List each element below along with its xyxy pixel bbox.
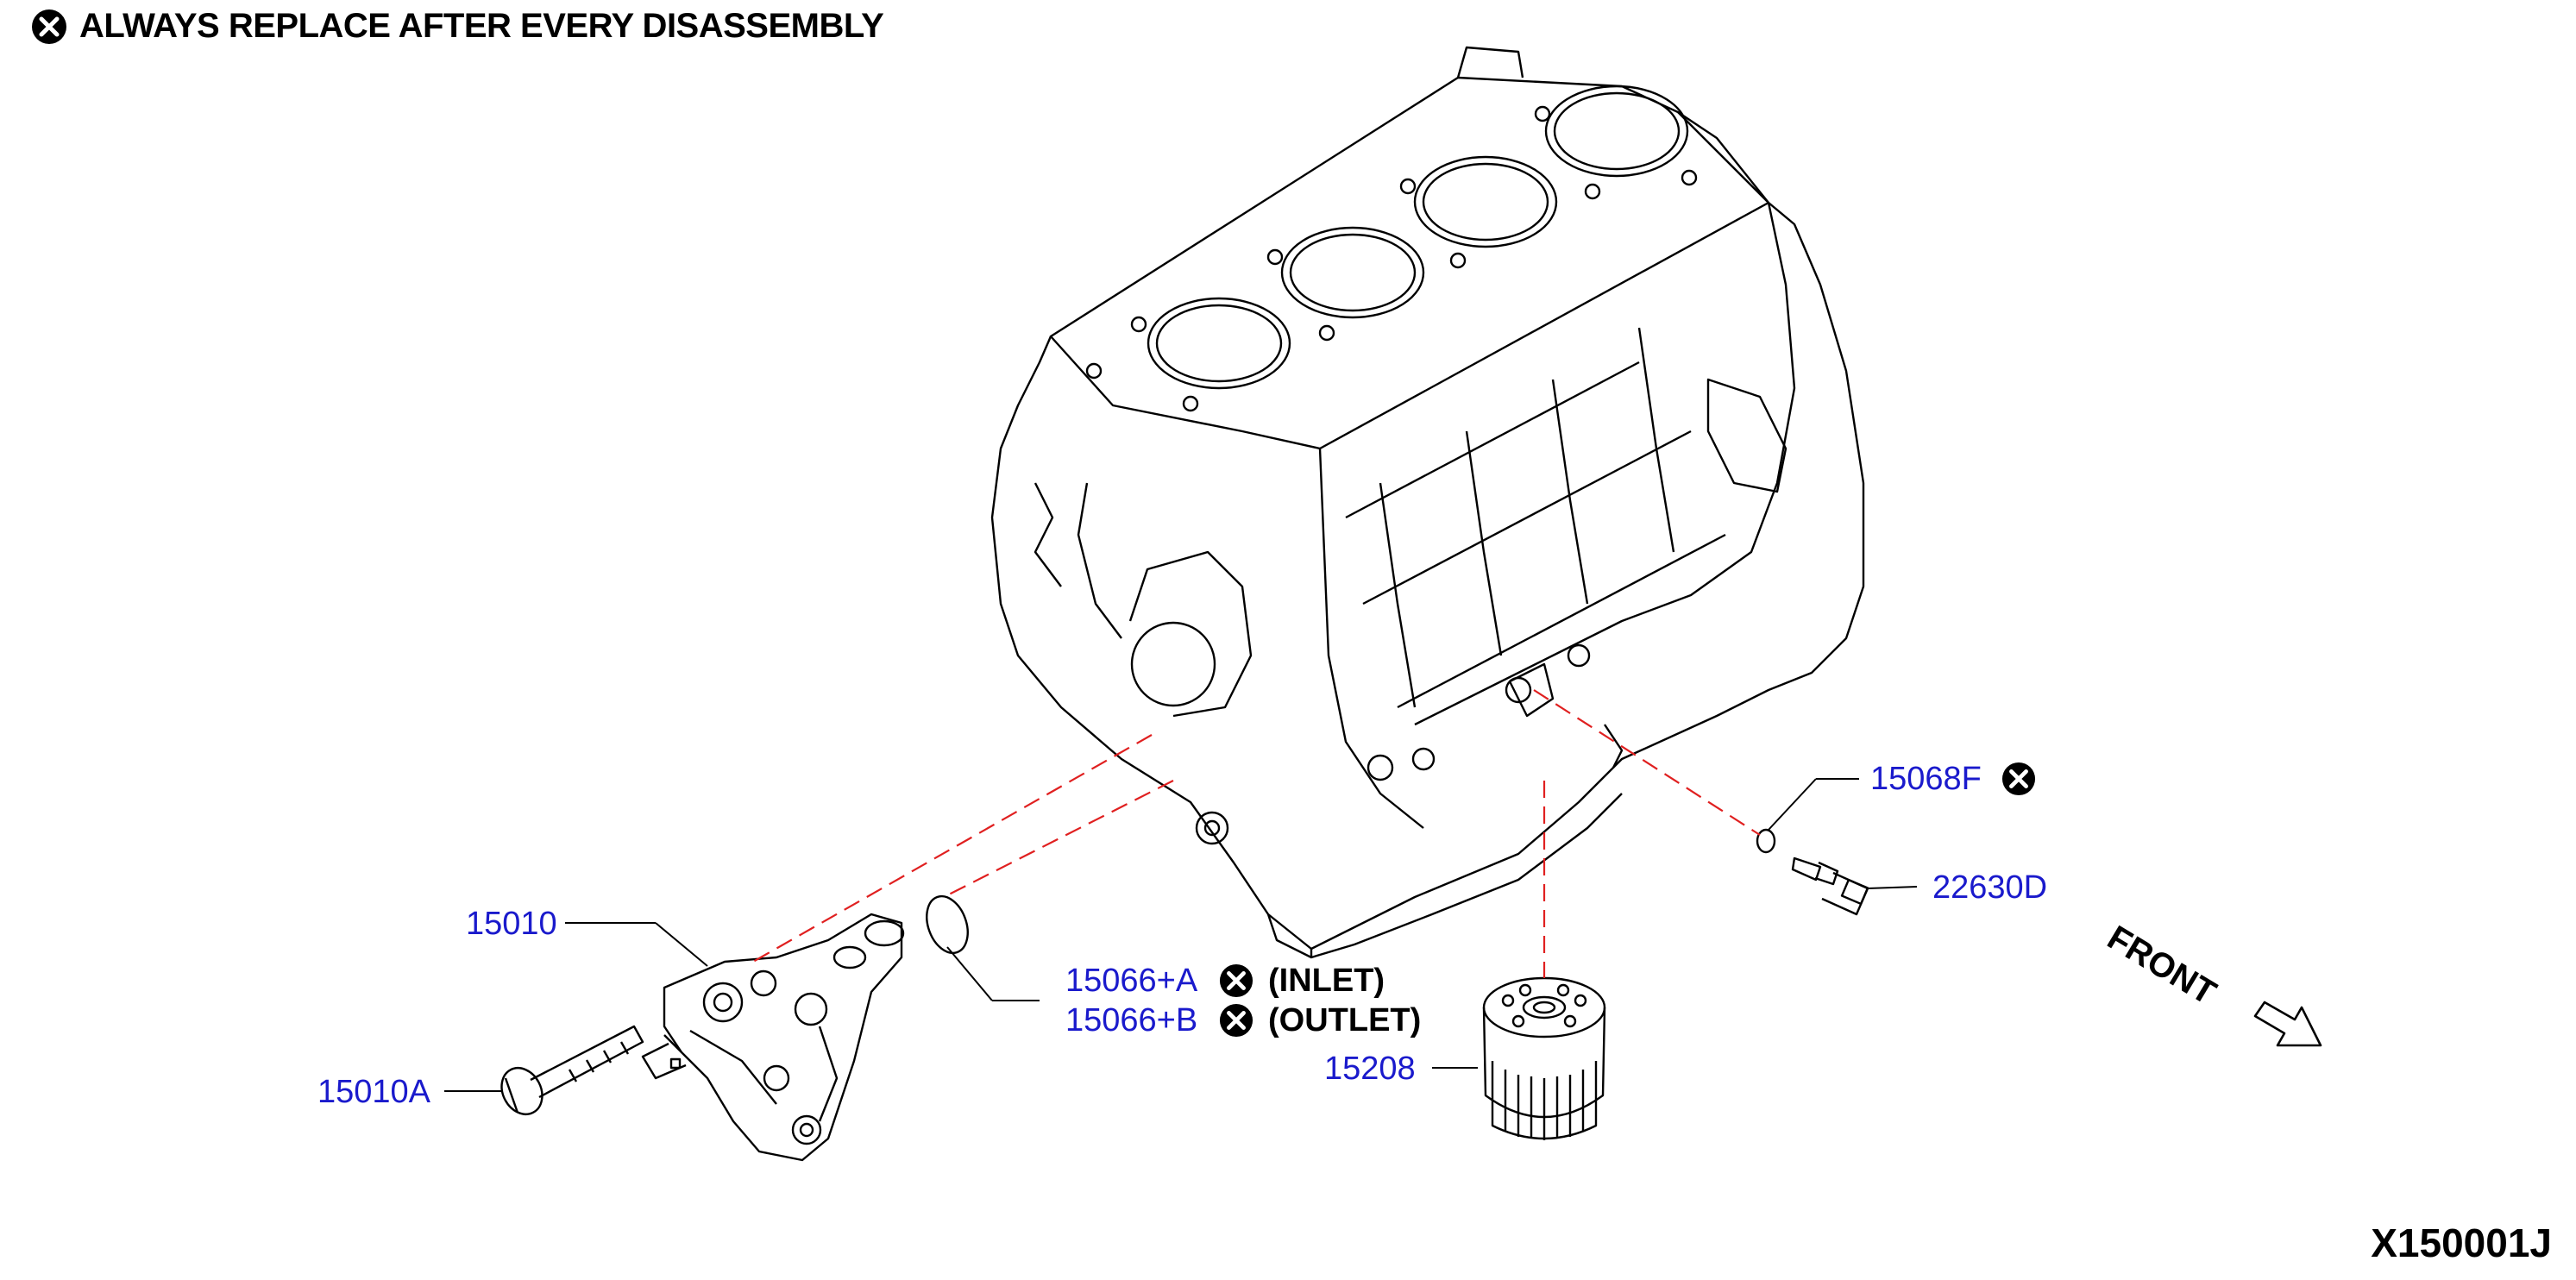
part-label-15208[interactable]: 15208: [1324, 1051, 1416, 1087]
leader-lines: [444, 778, 1918, 1092]
part-label-15010A[interactable]: 15010A: [317, 1074, 431, 1110]
part-label-15066B[interactable]: 15066+B: [1065, 1002, 1198, 1038]
diagram-code: X150001J: [2371, 1220, 2552, 1265]
oil-filter: [1482, 976, 1606, 1140]
part-label-15010[interactable]: 15010: [466, 906, 557, 942]
o-ring: [926, 894, 969, 955]
part-label-15068F[interactable]: 15068F: [1870, 761, 1982, 797]
cylinder-block: [990, 46, 1865, 959]
legend-text: ALWAYS REPLACE AFTER EVERY DISASSEMBLY: [79, 7, 884, 45]
replace-mark-icon: [32, 9, 66, 44]
replace-mark-icon: [2001, 762, 2036, 796]
note-outlet: (OUTLET): [1268, 1002, 1422, 1038]
note-inlet: (INLET): [1268, 963, 1385, 999]
part-label-22630D[interactable]: 22630D: [1932, 869, 2048, 906]
bolt: [500, 1025, 644, 1115]
assembly-lines: [752, 689, 1761, 978]
oil-pressure-switch: [1791, 856, 1869, 916]
legend: ALWAYS REPLACE AFTER EVERY DISASSEMBLY: [31, 7, 884, 46]
replace-mark-icon: [1219, 1003, 1253, 1038]
washer: [1756, 828, 1776, 854]
oil-pump: [641, 913, 905, 1162]
front-label: FRONT: [2101, 919, 2222, 1013]
front-arrow-icon: [2253, 1001, 2322, 1047]
part-label-15066A[interactable]: 15066+A: [1065, 963, 1198, 999]
replace-mark-icon: [1219, 963, 1253, 998]
